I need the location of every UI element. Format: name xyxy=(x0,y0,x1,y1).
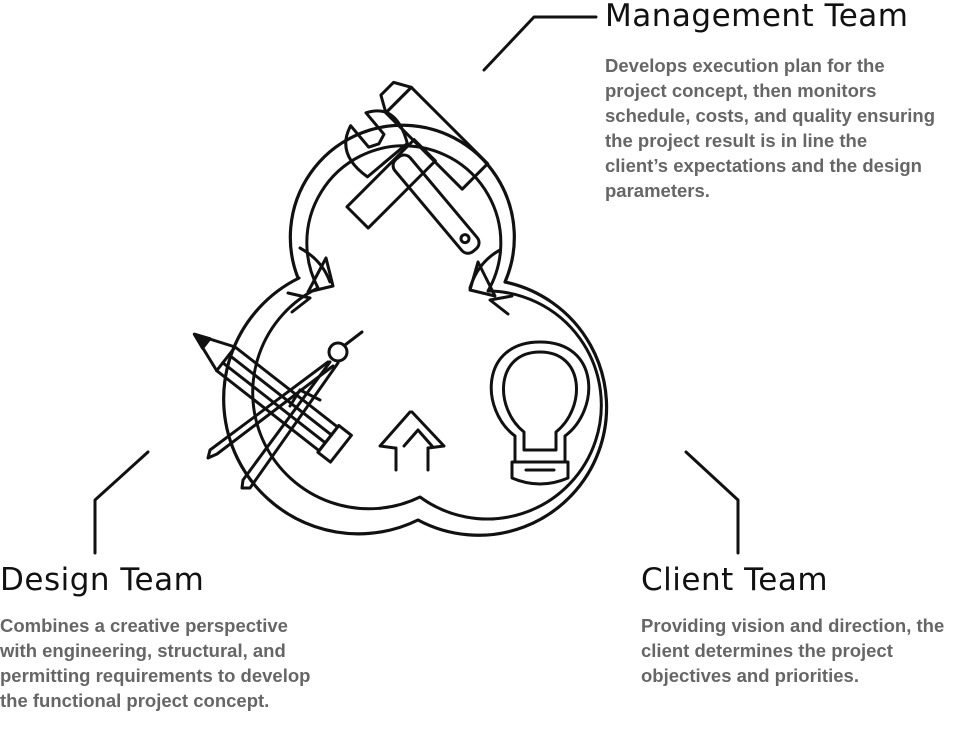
design-team-description: Combines a creative perspective with eng… xyxy=(0,615,311,711)
arrow-management-to-design xyxy=(286,246,335,314)
pencil-icon xyxy=(192,332,353,464)
client-team-title: Client Team xyxy=(641,562,829,598)
pencil-compass-icon xyxy=(192,330,364,490)
client-team-description: Providing vision and direction, the clie… xyxy=(641,615,945,686)
client-leader-line xyxy=(684,450,740,555)
trefoil-inner-outline xyxy=(251,144,603,521)
compass-icon xyxy=(206,330,364,490)
arrow-client-to-design xyxy=(378,410,446,472)
trefoil-outline xyxy=(222,123,609,537)
wrench-icon xyxy=(344,109,481,255)
lightbulb-icon xyxy=(489,340,591,486)
hammer-icon xyxy=(345,80,490,230)
arrow-management-to-client xyxy=(468,248,514,316)
management-leader-line xyxy=(482,15,598,72)
management-team-title: Management Team xyxy=(605,0,909,34)
design-team-title: Design Team xyxy=(0,562,205,598)
wrench-hammer-icon xyxy=(344,80,490,255)
design-leader-line xyxy=(93,450,150,555)
management-team-description: Develops execution plan for the project … xyxy=(605,55,935,201)
